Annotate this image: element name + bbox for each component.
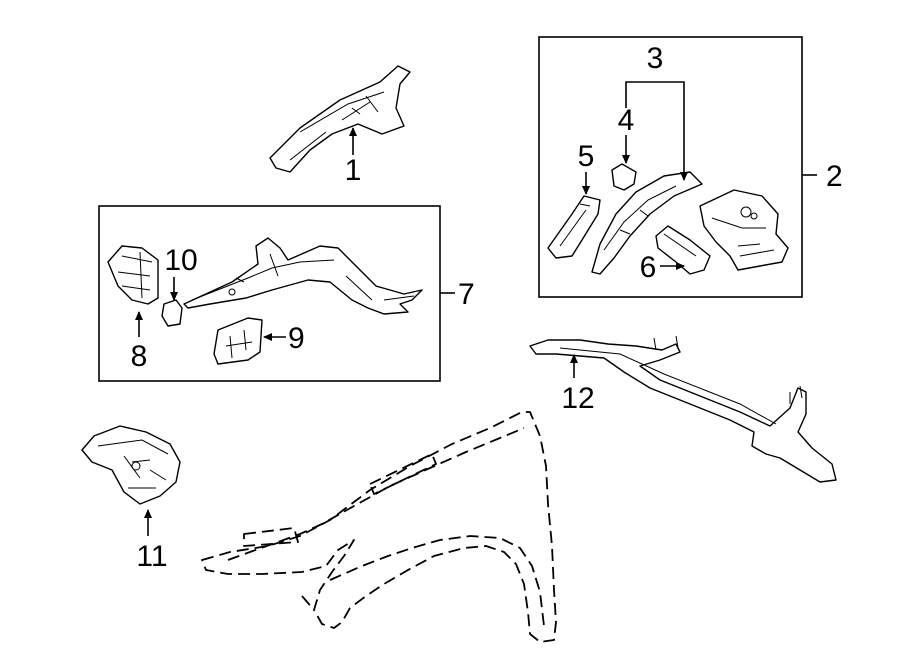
callout-2: 2: [826, 160, 843, 193]
callout-11: 11: [136, 540, 167, 573]
part-2-apron-assembly: [699, 189, 789, 271]
callout-1: 1: [345, 154, 362, 187]
part-11-support-bracket: [81, 425, 181, 505]
fender-outline: [201, 411, 557, 643]
callout-10: 10: [164, 244, 197, 277]
callout-3: 3: [647, 42, 664, 75]
part-5-rail-end: [547, 195, 601, 259]
part-4-bracket: [611, 163, 637, 191]
group-box-2: [538, 36, 803, 298]
callout-12: 12: [561, 382, 594, 415]
part-7-front-side-member: [183, 237, 423, 315]
part-3-wheelhouse: [591, 171, 703, 275]
part-8-rail-extension: [107, 245, 159, 305]
part-6-brace: [655, 225, 711, 275]
part-12-support-bar: [529, 335, 837, 483]
part-10-bracket: [161, 299, 183, 327]
part-9-plate: [213, 317, 263, 365]
callout-5: 5: [578, 140, 595, 173]
callout-6: 6: [640, 251, 657, 284]
callout-4: 4: [618, 104, 635, 137]
callout-9: 9: [288, 322, 305, 355]
callout-7: 7: [458, 278, 475, 311]
leader-3: [625, 81, 688, 181]
part-1-apron-reinforcement: [269, 65, 411, 173]
callout-8: 8: [131, 340, 148, 373]
